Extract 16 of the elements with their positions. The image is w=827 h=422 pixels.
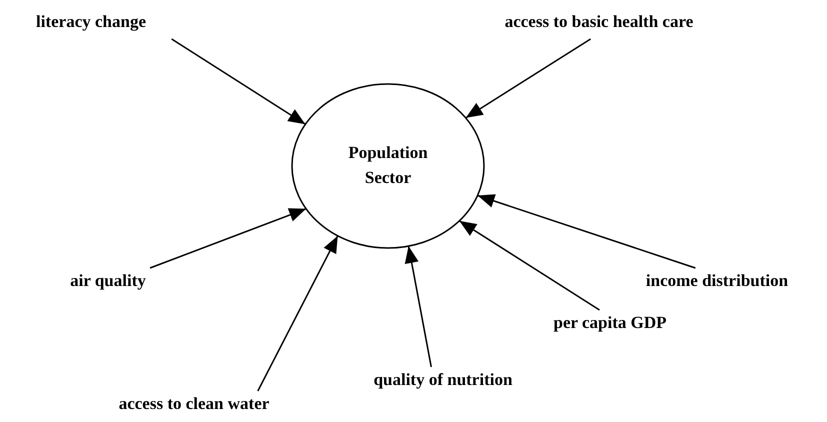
factor-label: access to clean water bbox=[118, 392, 270, 415]
sector-ellipse bbox=[291, 83, 485, 249]
arrow bbox=[477, 194, 696, 269]
factor-label: quality of nutrition bbox=[374, 368, 512, 391]
node-label: Population Sector bbox=[347, 142, 429, 189]
factor-label: air quality bbox=[70, 270, 146, 292]
arrow bbox=[404, 246, 432, 368]
arrow bbox=[257, 236, 338, 392]
factor-label: access to basic health care bbox=[504, 10, 694, 33]
factor-label: income distribution bbox=[646, 270, 788, 292]
arrow bbox=[465, 38, 591, 118]
arrow bbox=[458, 220, 600, 311]
arrow bbox=[171, 38, 306, 125]
factor-label: per capita GDP bbox=[553, 312, 666, 334]
arrow bbox=[150, 208, 306, 269]
factor-label: literacy change bbox=[36, 10, 146, 33]
